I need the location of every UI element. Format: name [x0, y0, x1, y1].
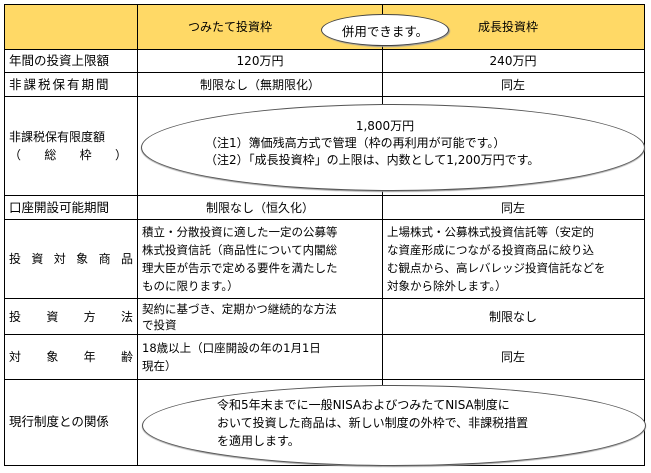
row-divider: [5, 96, 644, 97]
row-divider: [5, 334, 644, 335]
text-line: 株式投資信託（商品性について内閣総: [142, 243, 338, 257]
total-limit-note-1: （注1）簿価残高方式で管理（枠の再利用が可能です。）: [205, 136, 506, 150]
total-limit-label-line2: （ 総 枠 ）: [9, 146, 127, 164]
text-line: 現在）: [142, 359, 177, 373]
total-limit-label-line1: 非課税保有限度額: [9, 130, 106, 144]
text-line: を適用します。: [217, 434, 300, 448]
current-system-note: 令和5年末までに一般NISAおよびつみたてNISA制度に おいて投資した商品は、…: [217, 396, 617, 450]
row-divider: [5, 379, 644, 380]
target-age-tsumitate: 18歳以上（口座開設の年の1月1日 現在）: [138, 335, 382, 379]
text-line: ものに限ります。）: [142, 279, 239, 293]
row-label-total-limit: 非課税保有限度額 （ 総 枠 ）: [5, 97, 137, 195]
account-period-seicho: 同左: [500, 200, 525, 215]
row-label-annual-limit: 年間の投資上限額: [9, 53, 110, 68]
column-divider: [382, 5, 383, 465]
target-age-seicho: 同左: [500, 350, 525, 364]
row-divider: [5, 49, 644, 50]
label-char: 資: [31, 252, 44, 266]
text-line: な資産形成につながる投資商品に絞り込: [387, 243, 594, 257]
row-divider: [5, 298, 644, 299]
tax-free-period-tsumitate: 制限なし（無期限化）: [199, 77, 320, 92]
investment-method-seicho: 制限なし: [488, 309, 537, 324]
row-label-investment-method: 投 資 方 法: [5, 299, 137, 334]
text-line: で投資: [142, 317, 177, 332]
total-limit-note: 1,800万円 （注1）簿価残高方式で管理（枠の再利用が可能です。） （注2）「…: [205, 118, 605, 169]
text-line: 理大臣が告示で定める要件を満たした: [142, 261, 338, 275]
text-line: 積立・分散投資に適した一定の公募等: [142, 225, 338, 239]
column-divider: [137, 5, 138, 465]
header-tsumitate: つみたて投資枠: [187, 20, 272, 34]
label-char: 対: [9, 350, 22, 364]
label-char: 投: [9, 309, 22, 324]
total-limit-note-2: （注2）「成長投資枠」の上限は、内数として1,200万円です。: [205, 153, 540, 167]
label-char: 方: [83, 309, 96, 324]
total-limit-oval: [141, 104, 645, 191]
text-line: 上場株式・公募株式投資信託等（安定的: [387, 225, 594, 239]
annual-limit-seicho: 240万円: [489, 54, 537, 68]
label-char: 象: [46, 350, 59, 364]
current-system-oval: [142, 385, 646, 466]
row-label-current-system: 現行制度との関係: [9, 414, 109, 429]
label-char: ）: [114, 148, 127, 162]
label-char: 資: [46, 309, 59, 324]
label-char: （: [9, 148, 22, 162]
row-label-tax-free-period: 非課税保有期間: [9, 76, 111, 92]
total-limit-amount: 1,800万円: [355, 119, 415, 133]
label-char: 象: [76, 252, 89, 266]
label-char: 総: [44, 148, 57, 162]
row-divider: [5, 195, 644, 196]
label-char: 投: [9, 252, 22, 266]
row-divider: [5, 72, 644, 73]
label-char: 品: [120, 252, 133, 266]
eligible-products-tsumitate: 積立・分散投資に適した一定の公募等 株式投資信託（商品性について内閣総 理大臣が…: [138, 220, 382, 298]
label-char: 年: [83, 350, 96, 364]
label-char: 商: [98, 252, 111, 266]
eligible-products-seicho: 上場株式・公募株式投資信託等（安定的 な資産形成につながる投資商品に絞り込 む観…: [383, 220, 643, 298]
text-line: 対象から除外します。）: [387, 279, 507, 293]
text-line: む観点から、高レバレッジ投資信託などを: [387, 261, 606, 275]
row-label-account-period: 口座開設可能期間: [9, 199, 110, 215]
label-char: 対: [53, 252, 66, 266]
combined-use-badge: 併用できます。: [321, 14, 449, 46]
label-char: 枠: [79, 148, 92, 162]
text-line: 令和5年末までに一般NISAおよびつみたてNISA制度に: [217, 398, 510, 412]
header-seicho: 成長投資枠: [477, 20, 538, 34]
nisa-comparison-table: つみたて投資枠 成長投資枠 併用できます。 年間の投資上限額 120万円 240…: [4, 4, 646, 466]
text-line: 契約に基づき、定期かつ継続的な方法: [142, 301, 337, 316]
label-char: 法: [120, 309, 133, 324]
text-line: おいて投資した商品は、新しい制度の外枠で、非課税措置: [217, 416, 529, 430]
row-label-eligible-products: 投 資 対 象 商 品: [5, 220, 137, 298]
text-line: 18歳以上（口座開設の年の1月1日: [142, 341, 321, 355]
tax-free-period-seicho: 同左: [500, 77, 525, 92]
row-label-target-age: 対 象 年 齢: [5, 335, 137, 379]
label-char: 齢: [120, 350, 133, 364]
investment-method-tsumitate: 契約に基づき、定期かつ継続的な方法 で投資: [138, 299, 382, 334]
account-period-tsumitate: 制限なし（恒久化）: [205, 200, 314, 215]
row-divider: [5, 219, 644, 220]
annual-limit-tsumitate: 120万円: [236, 54, 284, 68]
